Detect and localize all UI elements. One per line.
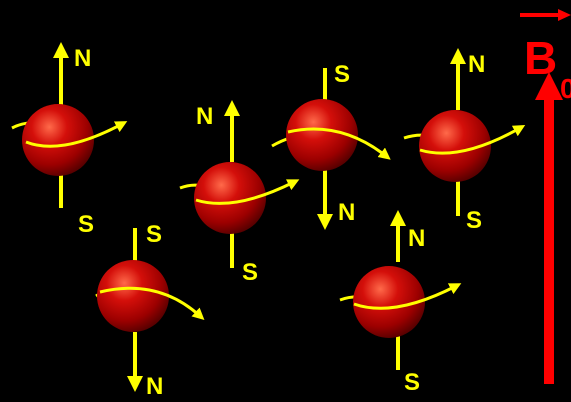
pole-label-north: N xyxy=(338,199,355,226)
pole-label-north: N xyxy=(74,45,91,72)
spin-2: N S xyxy=(180,103,294,286)
b0-symbol: B xyxy=(524,32,557,84)
pole-label-north: N xyxy=(468,51,485,78)
pole-label-south: S xyxy=(404,369,420,396)
pole-label-south: S xyxy=(466,207,482,234)
nucleus-sphere xyxy=(97,260,169,332)
pole-label-north: N xyxy=(196,103,213,130)
pole-label-north: N xyxy=(146,373,163,400)
spin-4: N S xyxy=(404,51,520,234)
spin-1: N S xyxy=(12,45,122,238)
pole-label-south: S xyxy=(334,61,350,88)
spin-5: S N xyxy=(96,221,200,400)
spin-3: S N xyxy=(272,61,386,226)
pole-label-south: S xyxy=(242,259,258,286)
b0-vector-head xyxy=(558,9,571,21)
b0-field: B 0 xyxy=(520,9,571,384)
pole-label-south: S xyxy=(146,221,162,248)
pole-label-south: S xyxy=(78,211,94,238)
b0-subscript: 0 xyxy=(560,73,571,104)
spin-6: N S xyxy=(340,218,456,396)
pole-label-north: N xyxy=(408,225,425,252)
